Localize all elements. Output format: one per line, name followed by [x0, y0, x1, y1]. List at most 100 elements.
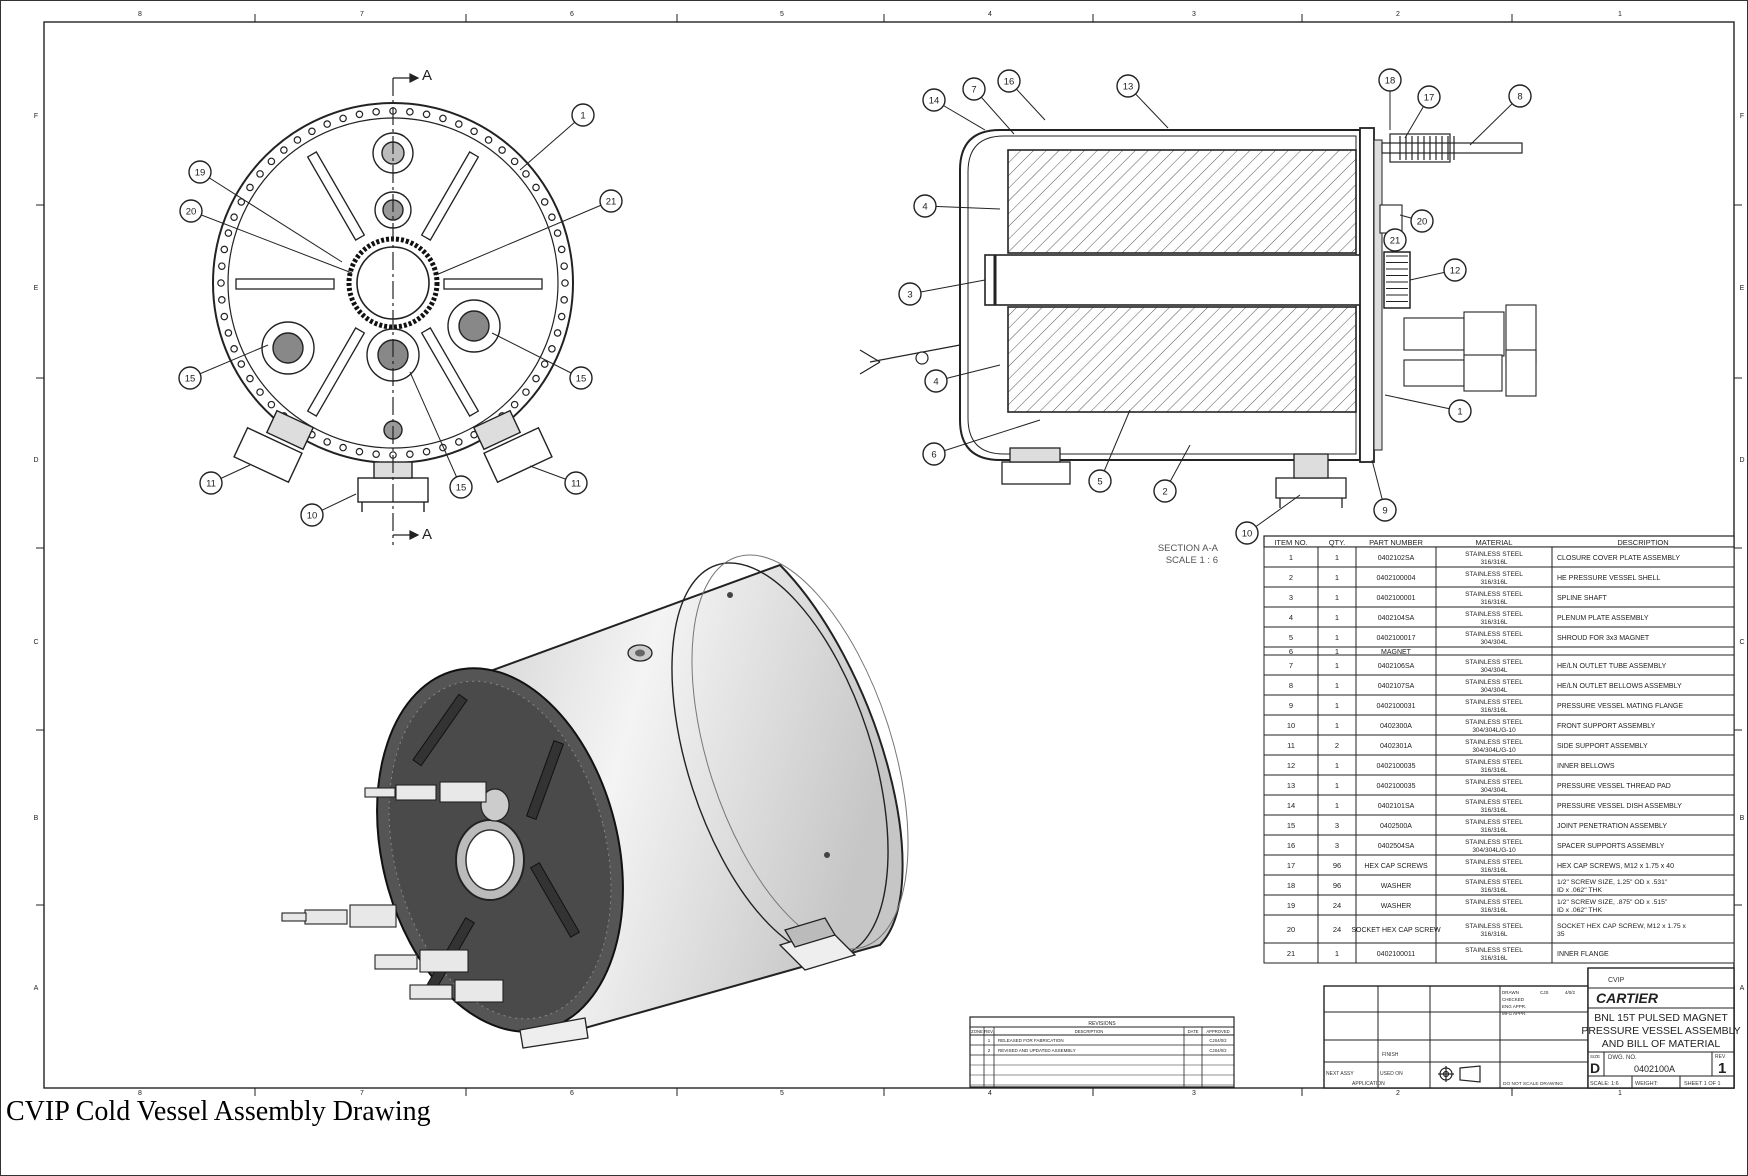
callout-balloon: [898, 282, 922, 306]
bom-material: 316/316L: [1480, 579, 1507, 586]
leader-line: [1384, 394, 1461, 412]
callout-number: 15: [185, 374, 196, 385]
bom-description: HEX CAP SCREWS, M12 x 1.75 x 40: [1557, 863, 1674, 870]
zone-label-left: B: [34, 815, 39, 822]
approval-role: MFG APPR.: [1502, 1011, 1527, 1016]
bom-qty: 1: [1335, 701, 1339, 710]
leader-line: [909, 279, 986, 295]
bolt-hole: [510, 400, 519, 409]
next-assy-label: NEXT ASSY: [1326, 1071, 1354, 1077]
spacer-spokes: [235, 151, 543, 417]
bom-header: MATERIAL: [1476, 538, 1513, 547]
bom-qty: 1: [1335, 721, 1339, 730]
zone-label-left: F: [34, 113, 38, 120]
zone-label-left: D: [33, 457, 38, 464]
callout-balloon: [188, 160, 212, 184]
callout-number: 9: [1382, 506, 1387, 517]
application-label: APPLICATION: [1352, 1081, 1385, 1087]
bom-material: 316/316L: [1480, 767, 1507, 774]
rev-value: 1: [1718, 1060, 1726, 1077]
zone-label-bottom: 3: [1192, 1090, 1196, 1097]
bom-material: 304/304L/G-10: [1472, 847, 1516, 854]
bom-qty: 3: [1335, 841, 1339, 850]
callout-balloon: [913, 194, 937, 218]
bolt-hole: [355, 447, 364, 456]
callout-balloon: [1410, 209, 1434, 233]
callout-number: 20: [1417, 217, 1428, 228]
bolt-hole: [548, 213, 556, 221]
bom-material: 316/316L: [1480, 559, 1507, 566]
bom-item-no: 21: [1287, 949, 1295, 958]
bom-description: CLOSURE COVER PLATE ASSEMBLY: [1557, 555, 1680, 562]
bom-material: STAINLESS STEEL: [1465, 759, 1523, 766]
bom-material: STAINLESS STEEL: [1465, 699, 1523, 706]
callout-number: 5: [1097, 477, 1102, 488]
bom-description: HE/LN OUTLET BELLOWS ASSEMBLY: [1557, 683, 1682, 690]
callout-number: 4: [922, 202, 927, 213]
callout-balloon: [199, 471, 223, 495]
do-not-scale-label: DO NOT SCALE DRAWING: [1503, 1081, 1563, 1087]
zone-label-bottom: 5: [780, 1090, 784, 1097]
bom-description: PLENUM PLATE ASSEMBLY: [1557, 615, 1649, 622]
bom-description: 1/2" SCREW SIZE, 1.25" OD x .531": [1557, 879, 1668, 886]
callout-number: 20: [186, 207, 197, 218]
bolt-hole: [339, 114, 347, 123]
bom-part-number: 0402100001: [1377, 595, 1416, 602]
leader-line: [435, 200, 612, 276]
callout-balloon: [449, 475, 473, 499]
bolt-hole: [422, 447, 431, 456]
bolt-hole: [406, 450, 414, 458]
callout-number: 10: [307, 511, 318, 522]
bom-qty: 1: [1335, 761, 1339, 770]
callout-balloon: [564, 471, 588, 495]
bom-qty: 1: [1335, 681, 1339, 690]
bom-part-number: 0402100035: [1377, 763, 1416, 770]
bom-description: SOCKET HEX CAP SCREW, M12 x 1.75 x: [1557, 923, 1687, 930]
bom-description: SPLINE SHAFT: [1557, 595, 1608, 602]
title-line-3: AND BILL OF MATERIAL: [1602, 1038, 1721, 1050]
callout-number: 12: [1450, 266, 1461, 277]
bom-material: STAINLESS STEEL: [1465, 879, 1523, 886]
bolt-hole: [532, 374, 540, 383]
size-value: D: [1590, 1060, 1600, 1076]
bolt-hole: [220, 245, 229, 254]
revisions-title: REVISIONS: [1088, 1021, 1116, 1027]
size-label: SIZE: [1590, 1054, 1600, 1059]
bom-part-number: 0402100031: [1377, 703, 1416, 710]
bom-qty: 1: [1335, 781, 1339, 790]
callout-number: 21: [606, 197, 617, 208]
callout-balloon: [922, 88, 946, 112]
bolt-hole: [553, 329, 562, 337]
zone-label-top: 6: [570, 11, 574, 18]
callout-number: 1: [1457, 407, 1462, 418]
bom-qty: 24: [1333, 925, 1341, 934]
revision-rev: 2: [988, 1048, 991, 1053]
callout-number: 10: [1242, 529, 1253, 540]
bom-description: JOINT PENETRATION ASSEMBLY: [1557, 823, 1667, 830]
callout-number: 21: [1390, 236, 1401, 247]
dwg-no-value: 0402100A: [1634, 1064, 1675, 1074]
bolt-hole: [484, 136, 493, 144]
bolt-hole: [323, 120, 331, 128]
dwg-no-label: DWG. NO.: [1608, 1055, 1637, 1061]
bom-material: STAINLESS STEEL: [1465, 631, 1523, 638]
bom-description: HE PRESSURE VESSEL SHELL: [1557, 575, 1660, 582]
leader-line: [1099, 409, 1131, 482]
bom-header: DESCRIPTION: [1617, 538, 1668, 547]
zone-label-top: 4: [988, 11, 992, 18]
bom-description: SIDE SUPPORT ASSEMBLY: [1557, 743, 1648, 750]
bolt-hole: [218, 262, 226, 270]
zone-label-right: F: [1740, 113, 1744, 120]
callout-number: 15: [576, 374, 587, 385]
bom-part-number: 0402100004: [1377, 575, 1416, 582]
bolt-hole: [323, 438, 331, 446]
bom-header: QTY.: [1329, 538, 1346, 547]
bolt-hole: [553, 229, 562, 237]
